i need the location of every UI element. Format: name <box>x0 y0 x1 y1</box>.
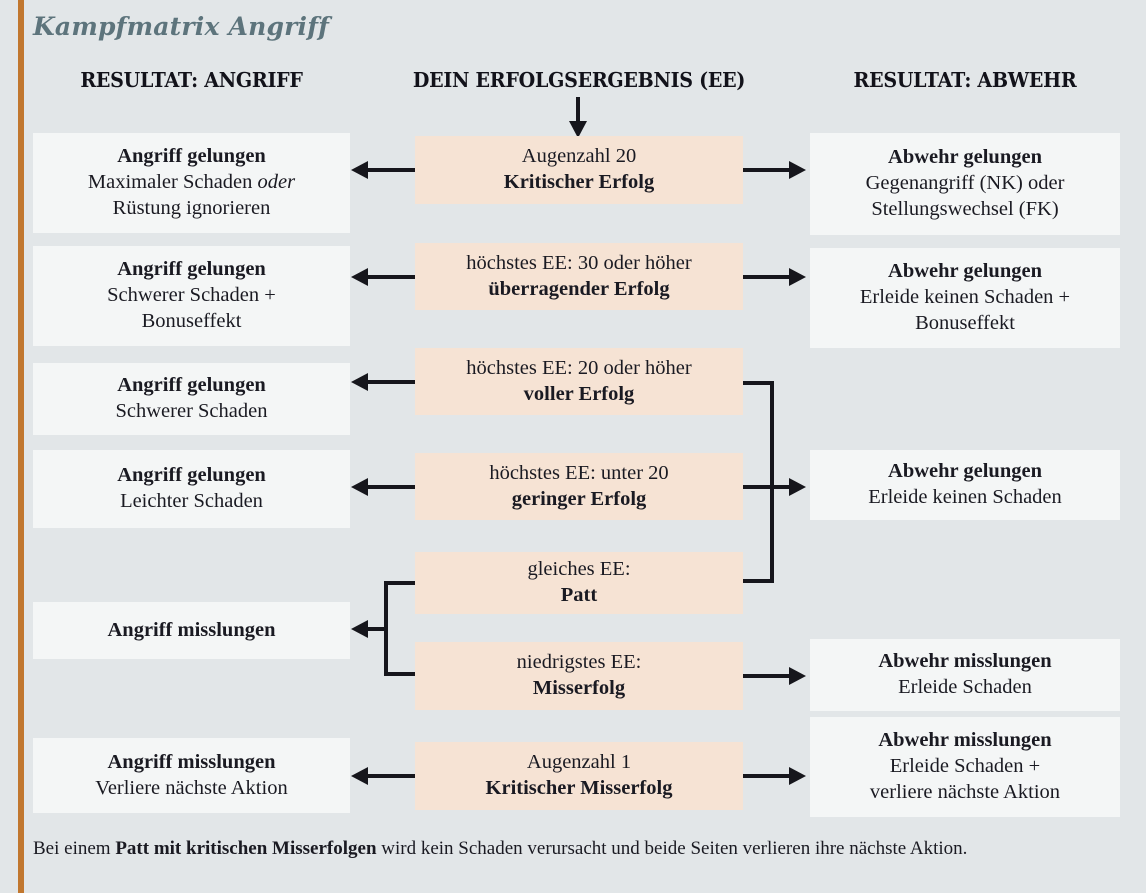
center-line-1: höchstes EE: 30 oder höher <box>466 251 692 274</box>
arrow-left-row2-head <box>351 268 368 286</box>
right-line-2: Erleide Schaden <box>898 676 1032 698</box>
right-line-1: Abwehr misslungen <box>878 729 1052 752</box>
arrow-left-row3 <box>368 380 415 384</box>
left-bracket-top-stub <box>384 581 415 585</box>
arrow-right-row1 <box>743 168 790 172</box>
center-line-1: gleiches EE: <box>527 558 631 581</box>
left-line-3: Rüstung ignorieren <box>112 196 271 219</box>
center-line-2: Kritischer Misserfolg <box>485 777 673 799</box>
arrow-left-row3-head <box>351 373 368 391</box>
arrow-right-row2 <box>743 275 790 279</box>
center-line-1: höchstes EE: 20 oder höher <box>466 356 692 379</box>
header-arrow-head <box>569 121 587 138</box>
center-cell-critical-failure: Augenzahl 1 Kritischer Misserfolg <box>415 742 743 810</box>
arrow-right-row7-head <box>789 767 806 785</box>
left-cell-outstanding-success: Angriff gelungen Schwerer Schaden + Bonu… <box>33 246 350 346</box>
left-cell-full-success: Angriff gelungen Schwerer Schaden <box>33 363 350 435</box>
right-line-2: Erleide Schaden + <box>889 755 1041 778</box>
left-cell-minor-success: Angriff gelungen Leichter Schaden <box>33 450 350 528</box>
arrow-left-row4 <box>368 485 415 489</box>
left-line-2: Verliere nächste Aktion <box>95 776 288 799</box>
arrow-left-row7 <box>368 774 415 778</box>
arrow-right-row6-head <box>789 667 806 685</box>
right-cell-critical-failure: Abwehr misslungen Erleide Schaden + verl… <box>810 717 1120 817</box>
center-line-2: voller Erfolg <box>523 382 635 405</box>
center-cell-outstanding-success: höchstes EE: 30 oder höher überragender … <box>415 243 743 310</box>
footnote-suffix: wird kein Schaden verursacht und beide S… <box>376 838 968 859</box>
right-line-1: Abwehr gelungen <box>888 146 1042 169</box>
center-line-2: Misserfolg <box>532 677 626 699</box>
right-bracket-mid-stub <box>743 485 774 489</box>
left-line-2: Schwerer Schaden <box>115 400 268 422</box>
column-header-attack: RESULTAT: ANGRIFF <box>80 68 303 92</box>
center-line-1: Augenzahl 20 <box>521 145 637 168</box>
right-cell-critical-success: Abwehr gelungen Gegenangriff (NK) oder S… <box>810 133 1120 235</box>
right-line-3: Bonuseffekt <box>915 311 1015 334</box>
left-cell-attack-failed: Angriff misslungen <box>33 602 350 659</box>
left-bracket-arrow-stem <box>367 627 388 631</box>
right-cell-defense-failed: Abwehr misslungen Erleide Schaden <box>810 639 1120 711</box>
footnote-bold: Patt mit kritischen Misserfolgen <box>115 838 377 859</box>
center-cell-minor-success: höchstes EE: unter 20 geringer Erfolg <box>415 453 743 520</box>
right-line-1: Abwehr gelungen <box>888 260 1042 283</box>
right-bracket-vertical <box>770 381 774 583</box>
right-line-2: Erleide keinen Schaden + <box>859 286 1071 309</box>
center-line-2: Patt <box>560 584 598 606</box>
left-line-2: Maximaler Schaden oder <box>87 171 296 194</box>
arrow-left-row2 <box>368 275 415 279</box>
center-line-2: überragender Erfolg <box>488 277 670 300</box>
center-cell-stalemate: gleiches EE: Patt <box>415 552 743 614</box>
center-cell-full-success: höchstes EE: 20 oder höher voller Erfolg <box>415 348 743 415</box>
right-line-3: verliere nächste Aktion <box>869 780 1061 803</box>
left-line-3: Bonuseffekt <box>141 309 242 332</box>
right-line-1: Abwehr misslungen <box>878 650 1052 673</box>
left-line-1: Angriff gelungen <box>117 374 266 397</box>
right-cell-outstanding-success: Abwehr gelungen Erleide keinen Schaden +… <box>810 248 1120 348</box>
left-cell-critical-failure: Angriff misslungen Verliere nächste Akti… <box>33 738 350 813</box>
left-line-1: Angriff gelungen <box>117 464 266 487</box>
center-line-1: niedrigstes EE: <box>516 651 642 674</box>
arrow-left-row1-head <box>351 161 368 179</box>
accent-bar <box>18 0 24 893</box>
arrow-left-row1 <box>368 168 415 172</box>
right-bracket-arrow-head <box>789 478 806 496</box>
right-line-2: Gegenangriff (NK) oder <box>865 172 1065 195</box>
arrow-right-row6 <box>743 674 790 678</box>
center-line-1: höchstes EE: unter 20 <box>489 461 669 484</box>
right-line-2: Erleide keinen Schaden <box>868 486 1062 508</box>
left-line-1: Angriff gelungen <box>117 258 266 281</box>
left-bracket-bottom-stub <box>384 672 415 676</box>
right-line-3: Stellungswechsel (FK) <box>871 197 1059 220</box>
right-bracket-top-stub <box>743 381 774 385</box>
column-header-result: DEIN ERFOLGSERGEBNIS (EE) <box>412 68 746 92</box>
arrow-right-row7 <box>743 774 790 778</box>
right-line-1: Abwehr gelungen <box>888 460 1042 483</box>
arrow-left-row4-head <box>351 478 368 496</box>
center-cell-critical-success: Augenzahl 20 Kritischer Erfolg <box>415 136 743 204</box>
center-line-2: Kritischer Erfolg <box>503 171 655 193</box>
left-cell-critical-success: Angriff gelungen Maximaler Schaden oder … <box>33 133 350 233</box>
left-line-1: Angriff misslungen <box>107 750 276 773</box>
right-bracket-arrow-stem <box>770 485 791 489</box>
footnote-prefix: Bei einem <box>33 838 116 859</box>
arrow-right-row1-head <box>789 161 806 179</box>
column-header-defense: RESULTAT: ABWEHR <box>853 68 1077 92</box>
header-arrow-stem <box>576 97 580 125</box>
footnote: Bei einem Patt mit kritischen Misserfolg… <box>33 838 1123 860</box>
left-bracket-arrow-head <box>351 620 368 638</box>
center-cell-failure: niedrigstes EE: Misserfolg <box>415 642 743 710</box>
center-line-2: geringer Erfolg <box>511 487 647 510</box>
page-title: Kampfmatrix Angriff <box>33 12 330 41</box>
left-line-2: Leichter Schaden <box>120 490 263 512</box>
arrow-left-row7-head <box>351 767 368 785</box>
center-line-1: Augenzahl 1 <box>526 751 632 774</box>
left-line-2: Schwerer Schaden + <box>107 284 276 307</box>
arrow-right-row2-head <box>789 268 806 286</box>
left-line-1: Angriff gelungen <box>117 145 266 168</box>
right-cell-no-damage: Abwehr gelungen Erleide keinen Schaden <box>810 450 1120 520</box>
right-bracket-bottom-stub <box>743 579 774 583</box>
left-line-1: Angriff misslungen <box>107 618 276 641</box>
